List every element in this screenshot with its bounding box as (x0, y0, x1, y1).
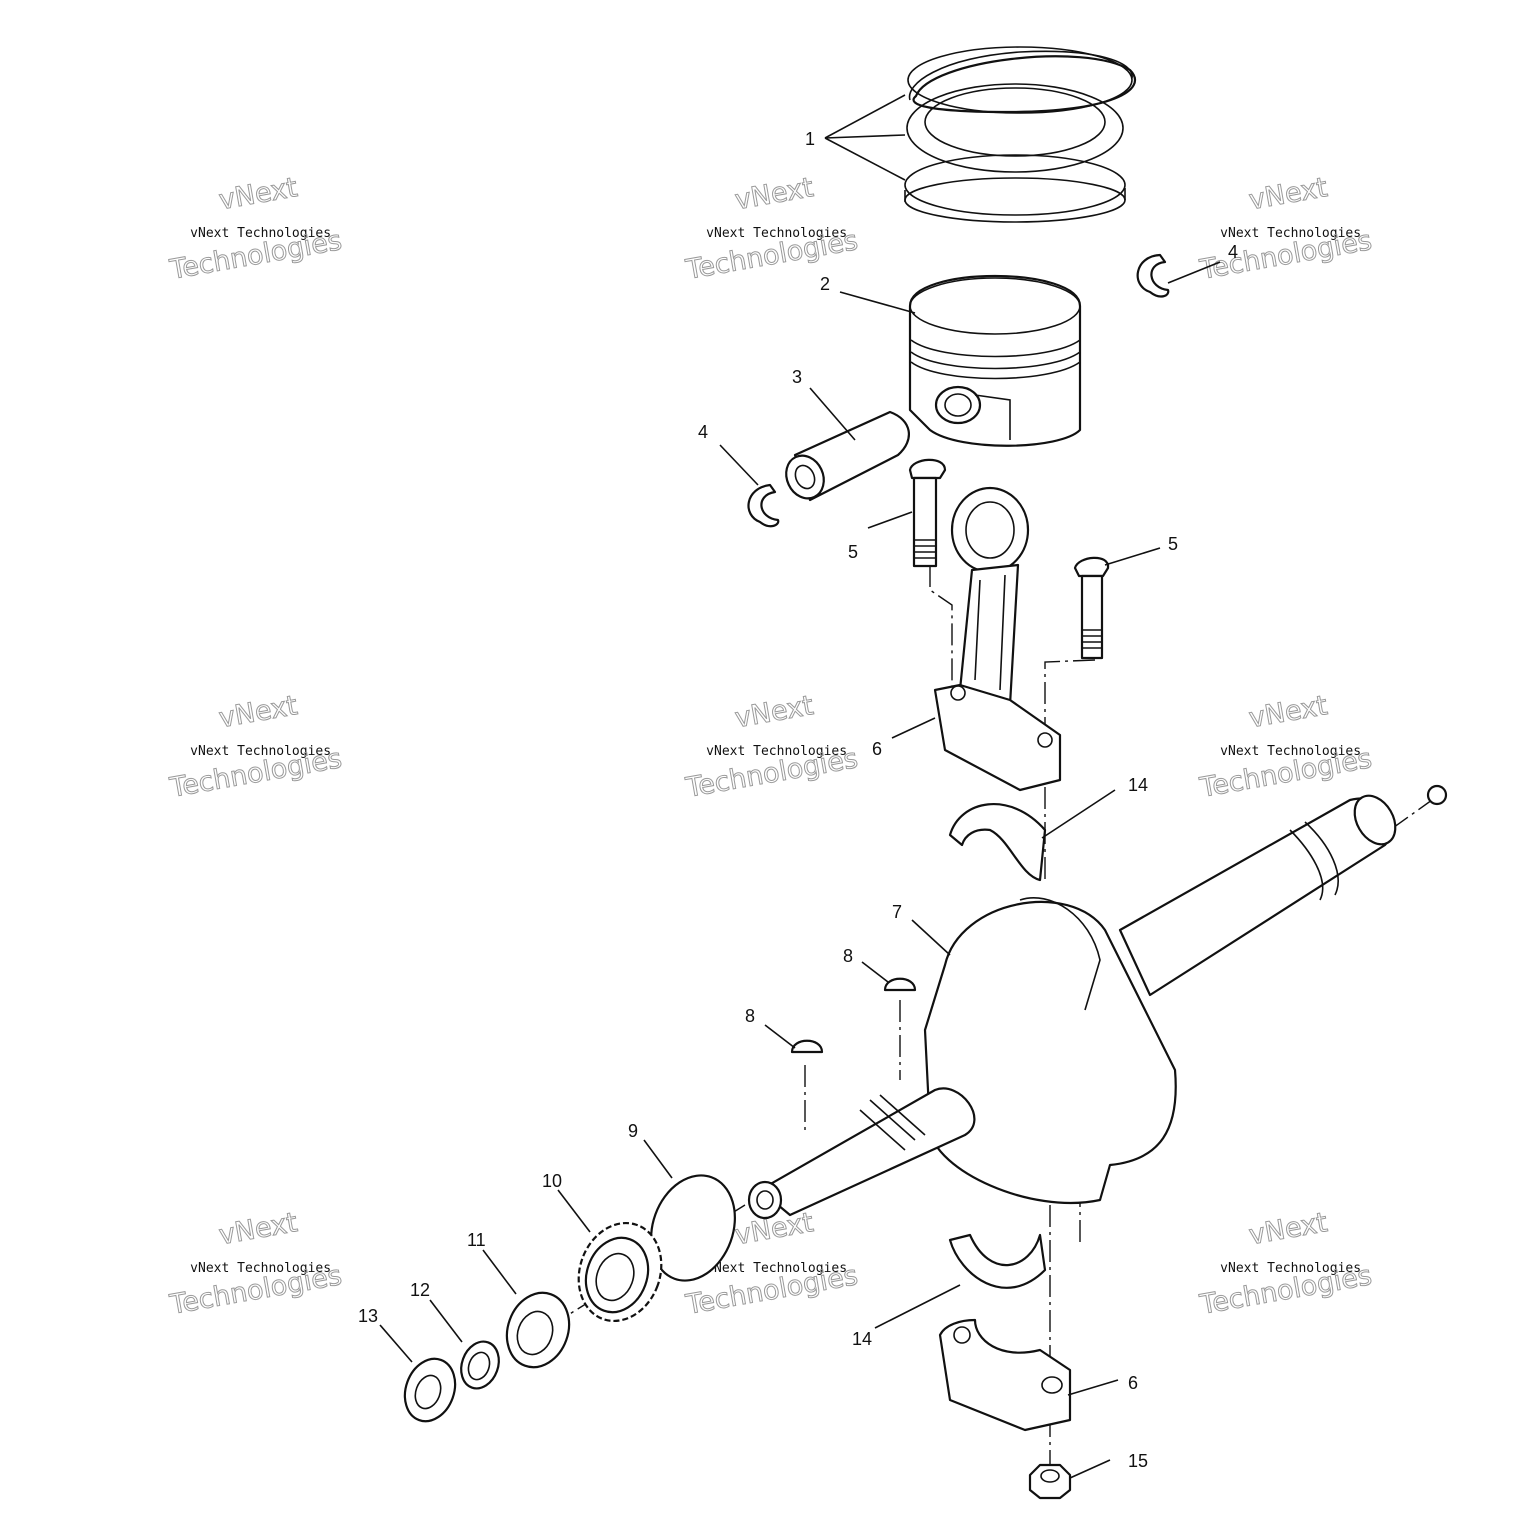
callout-5-right: 5 (1168, 534, 1178, 554)
svg-text:vNext Technologies: vNext Technologies (1220, 744, 1361, 759)
crankshaft (747, 794, 1397, 1220)
callout-10: 10 (542, 1171, 562, 1191)
woodruff-key-upper (883, 977, 917, 992)
svg-text:vNext: vNext (733, 690, 816, 734)
callout-14-bottom: 14 (852, 1329, 872, 1349)
svg-text:vNext: vNext (217, 690, 300, 734)
callout-6-top: 6 (872, 739, 882, 759)
svg-text:vNext Technologies: vNext Technologies (706, 226, 847, 241)
callout-13: 13 (358, 1306, 378, 1326)
callout-15: 15 (1128, 1451, 1148, 1471)
shaft-end-marker (1426, 784, 1448, 806)
callout-9: 9 (628, 1121, 638, 1141)
watermark-6: vNext vNext Technologies Technologies (1197, 690, 1375, 805)
callout-1: 1 (805, 129, 815, 149)
svg-text:vNext: vNext (217, 1207, 300, 1251)
callout-numbers: 1 2 3 4 4 5 5 6 14 7 8 8 9 10 11 12 13 1… (358, 129, 1238, 1471)
watermark-layer: vNext vNext Technologies Technologies vN… (167, 172, 1375, 1322)
circlip-left (747, 483, 780, 528)
callout-4-right: 4 (1228, 242, 1238, 262)
svg-text:vNext Technologies: vNext Technologies (706, 1261, 847, 1276)
flange-nut (1028, 1463, 1072, 1500)
watermark-3: vNext vNext Technologies Technologies (1197, 172, 1375, 287)
washer (460, 1340, 500, 1390)
hex-nut (403, 1357, 457, 1423)
centerline-left-bolt (929, 565, 953, 690)
callout-6-bottom: 6 (1128, 1373, 1138, 1393)
piston (908, 274, 1082, 447)
connecting-rod (933, 486, 1062, 792)
svg-text:vNext: vNext (1247, 172, 1330, 216)
drive-gear (577, 1221, 663, 1323)
watermark-7: vNext vNext Technologies Technologies (167, 1207, 345, 1322)
piston-rings (904, 46, 1136, 223)
bearing-half-lower (948, 1233, 1047, 1289)
svg-text:vNext Technologies: vNext Technologies (190, 226, 331, 241)
callout-7: 7 (892, 902, 902, 922)
svg-text:vNext: vNext (217, 172, 300, 216)
watermark-4: vNext vNext Technologies Technologies (167, 690, 345, 805)
callout-3: 3 (792, 367, 802, 387)
o-ring (650, 1174, 736, 1282)
svg-text:vNext: vNext (1247, 1207, 1330, 1251)
leader-lines (379, 94, 1221, 1479)
watermark-2: vNext vNext Technologies Technologies (683, 172, 861, 287)
rod-cap (938, 1318, 1072, 1432)
castle-nut (505, 1291, 571, 1369)
callout-12: 12 (410, 1280, 430, 1300)
callout-8-lower: 8 (745, 1006, 755, 1026)
svg-text:vNext Technologies: vNext Technologies (190, 744, 331, 759)
circlip-right (1136, 253, 1170, 298)
rod-bolt-left (908, 458, 947, 568)
svg-text:vNext Technologies: vNext Technologies (190, 1261, 331, 1276)
svg-text:vNext Technologies: vNext Technologies (1220, 1261, 1361, 1276)
callout-14-top: 14 (1128, 775, 1148, 795)
centerline-shaft-end (1389, 799, 1433, 831)
watermark-1: vNext vNext Technologies Technologies (167, 172, 345, 287)
callout-2: 2 (820, 274, 830, 294)
watermark-5: vNext vNext Technologies Technologies (683, 690, 861, 805)
svg-text:vNext Technologies: vNext Technologies (706, 744, 847, 759)
callout-5-left: 5 (848, 542, 858, 562)
svg-text:vNext Technologies: vNext Technologies (1220, 226, 1361, 241)
centerline-right-bolt (1044, 659, 1096, 880)
rod-bolt-right (1073, 556, 1110, 660)
callout-11: 11 (467, 1230, 486, 1250)
svg-text:vNext: vNext (733, 172, 816, 216)
callout-4-left: 4 (698, 422, 708, 442)
callout-8-upper: 8 (843, 946, 853, 966)
bearing-half-upper (948, 803, 1047, 882)
woodruff-key-lower (790, 1039, 824, 1054)
watermark-9: vNext vNext Technologies Technologies (1197, 1207, 1375, 1322)
svg-text:vNext: vNext (1247, 690, 1330, 734)
piston-pin (785, 410, 910, 502)
